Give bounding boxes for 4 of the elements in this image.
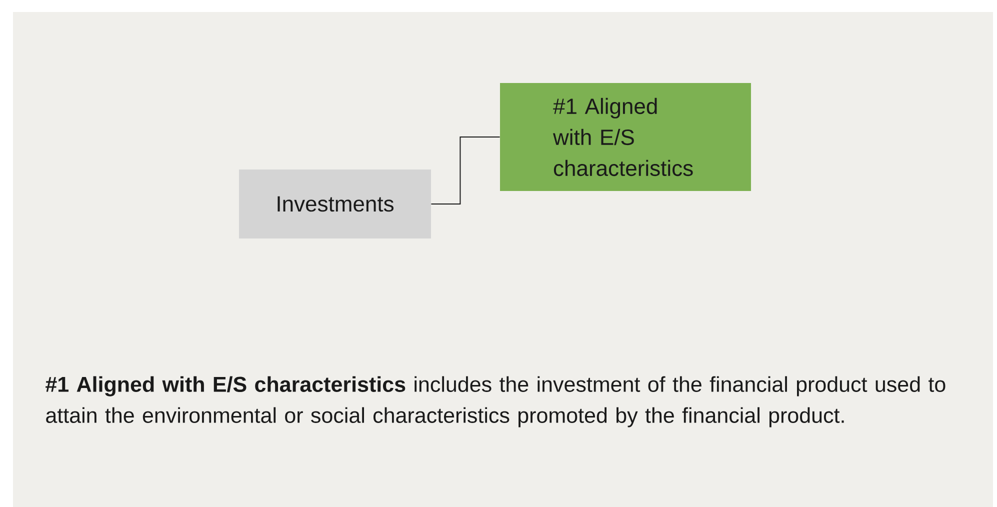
process-box: #1 Aligned with E/S characteristics [500, 83, 751, 191]
process-box: Investments [239, 170, 431, 238]
connector [430, 136, 500, 204]
note-text: #1 Aligned with E/S characteristics includes the investment of the financial product used to attain the environmental or social characteristics promoted by the financial product. [46, 376, 946, 428]
